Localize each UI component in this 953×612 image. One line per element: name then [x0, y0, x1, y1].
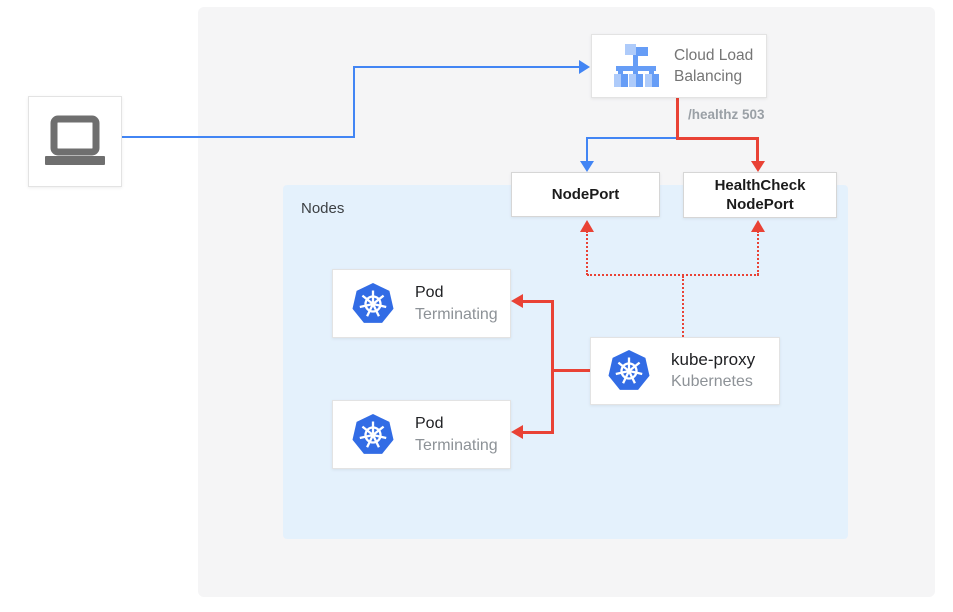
nodeport-node: NodePort — [511, 172, 660, 217]
arrow-dotted-into-healthcheck — [751, 220, 765, 232]
healthcheck-nodeport-node: HealthCheck NodePort — [683, 172, 837, 218]
edge-kubeproxy-left — [552, 369, 590, 372]
pod1-title: Pod — [415, 283, 444, 301]
edge-client-to-lb-h1 — [122, 136, 355, 138]
healthz-status-label: /healthz 503 — [688, 107, 765, 122]
kube-proxy-title: kube-proxy — [671, 350, 756, 369]
edge-to-pod2 — [523, 431, 553, 434]
arrow-into-pod1 — [511, 294, 523, 308]
arrow-into-pod2 — [511, 425, 523, 439]
pod2-title: Pod — [415, 414, 444, 432]
pod1-text: Pod Terminating — [415, 282, 498, 326]
arrow-into-healthcheck-nodeport — [751, 161, 765, 172]
edge-to-pod1 — [523, 300, 553, 303]
pod1-status: Terminating — [415, 305, 498, 323]
kube-proxy-node: kube-proxy Kubernetes — [590, 337, 780, 405]
kube-proxy-subtitle: Kubernetes — [671, 373, 753, 390]
kubernetes-icon — [352, 413, 394, 454]
pod2-status: Terminating — [415, 436, 498, 454]
load-balancer-icon — [614, 44, 659, 87]
kubernetes-icon — [352, 282, 394, 323]
edge-split-blue — [587, 137, 677, 139]
pod-node-1: Pod Terminating — [332, 269, 511, 338]
arrow-into-load-balancer — [579, 60, 590, 74]
pod2-text: Pod Terminating — [415, 413, 498, 457]
healthcheck-nodeport-label-line2: NodePort — [726, 196, 794, 213]
edge-red-to-healthcheck — [756, 137, 759, 163]
nodeport-label: NodePort — [551, 186, 620, 203]
pod-node-2: Pod Terminating — [332, 400, 511, 469]
healthcheck-nodeport-label-line1: HealthCheck — [714, 177, 806, 194]
cloud-load-balancing-node: Cloud Load Balancing — [591, 34, 767, 98]
edge-client-to-lb-h2 — [353, 66, 580, 68]
edge-dotted-left-up — [586, 231, 588, 275]
edge-lb-down — [676, 98, 679, 140]
arrow-dotted-into-nodeport — [580, 220, 594, 232]
arrow-into-nodeport — [580, 161, 594, 172]
nodes-label: Nodes — [301, 200, 345, 217]
edge-pods-vertical — [551, 300, 554, 434]
edge-kubeproxy-up-dotted — [682, 276, 684, 337]
edge-dotted-horizontal — [587, 274, 759, 276]
edge-split-red — [676, 137, 759, 140]
client-device-node — [28, 96, 122, 187]
edge-client-to-lb-v — [353, 66, 355, 138]
laptop-icon — [45, 115, 105, 165]
kubernetes-icon — [608, 350, 650, 390]
edge-dotted-right-up — [757, 231, 759, 275]
edge-blue-to-nodeport — [586, 137, 588, 163]
kube-proxy-text: kube-proxy Kubernetes — [671, 349, 755, 393]
cloud-load-balancing-label: Cloud Load Balancing — [674, 47, 754, 85]
